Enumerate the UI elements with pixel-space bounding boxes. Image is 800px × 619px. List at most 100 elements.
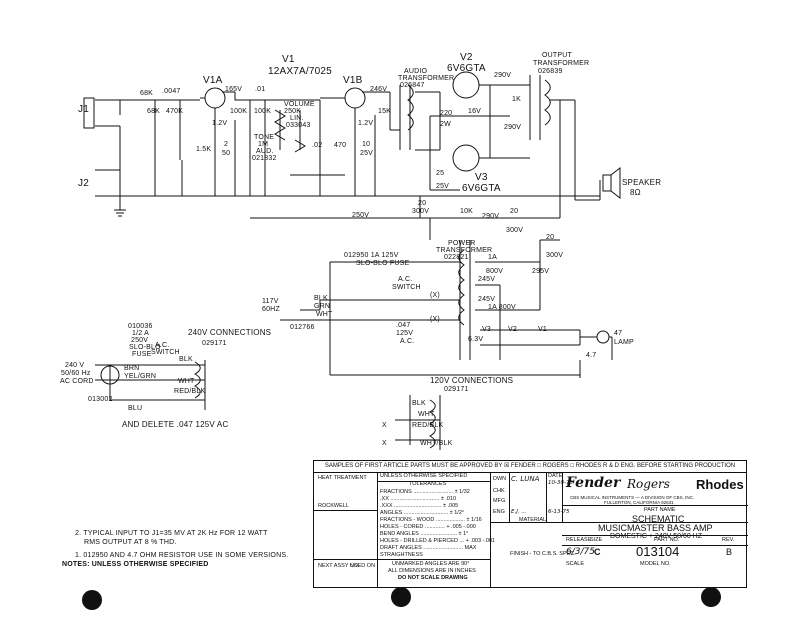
tol-bend-angles: BEND ANGLES ........................ ± 1… [380, 531, 469, 537]
power-transformer-part: 022821 [444, 254, 469, 261]
size-value: C [594, 547, 601, 557]
cord-part-label: 012766 [290, 324, 315, 331]
dims-inches: ALL DIMENSIONS ARE IN INCHES [388, 568, 476, 574]
conn240-fuse-voltage: 250V [131, 337, 149, 344]
cap-50: 50 [222, 150, 231, 157]
wire-wht: WHT [316, 311, 333, 318]
cap-10-voltage: 25V [360, 150, 374, 157]
conn120-whtblk: WHT/BLK [420, 440, 453, 447]
conn240-cord-frequency: 50/60 Hz [61, 370, 91, 377]
jack-j1-label: J1 [78, 104, 89, 115]
conn240-switch: A.C. [155, 342, 170, 349]
rockwell-label: ROCKWELL [318, 503, 349, 509]
conn240-note: AND DELETE .047 125V AC [122, 420, 229, 429]
output-transformer-part: 026839 [538, 68, 563, 75]
tol-xx: .XX ................................ ± .… [380, 496, 457, 502]
tube-v2-type-label: 6V6GTA [447, 63, 486, 74]
cap-25-voltage: 25V [436, 183, 450, 190]
cord-frequency: 60HZ [262, 306, 280, 313]
conn240-fuse-rating: 1/2 A [132, 330, 149, 337]
volume-part: 033043 [286, 122, 311, 129]
part-name-3: DOMESTIC + 240V 50/60 HZ [610, 533, 703, 540]
tube-v1-type-label: 12AX7A/7025 [268, 66, 332, 77]
tol-fractions-wood: FRACTIONS - WOOD ................... ± 1… [380, 517, 482, 523]
cap-20-b: 20 [510, 208, 519, 215]
conn240-fuse-type: SLO-BLO [129, 344, 161, 351]
volume-taper: LIN. [290, 115, 304, 122]
cap-25: 25 [436, 170, 445, 177]
speaker-impedance: 8Ω [630, 188, 641, 197]
diode-1a-b: 1A 800V [488, 304, 516, 311]
heater-v2: V2 [508, 326, 517, 333]
cap-047-voltage: 125V [396, 330, 414, 337]
note-2: 2. TYPICAL INPUT TO J1=35 MV AT 2K Hz FO… [75, 530, 268, 537]
tol-draft-angles: DRAFT ANGLES .......................... … [380, 545, 477, 551]
resistor-100k-b: 100K [254, 108, 272, 115]
tb-rule [314, 559, 490, 560]
resistor-15k-b: 15K [378, 108, 392, 115]
audio-transformer-part: 026847 [400, 82, 425, 89]
tube-v3-glyph [452, 144, 480, 172]
volume-value: 250K [284, 108, 302, 115]
do-not-scale: DO NOT SCALE DRAWING [398, 575, 468, 581]
voltage-290v-c: 290V [482, 213, 500, 220]
notes-header: NOTES: UNLESS OTHERWISE SPECIFIED [62, 561, 209, 568]
lamp-glyph [596, 330, 610, 344]
tb-divider [509, 472, 510, 522]
brand-rogers: Rogers [627, 477, 670, 491]
cap-20-a-voltage: 300V [412, 208, 430, 215]
cbs-line-1: CBS MUSICAL INSTRUMENTS — A DIVISION OF … [570, 495, 695, 500]
tube-v3-label: V3 [475, 172, 488, 183]
resistor-4-7: 4.7 [586, 352, 597, 359]
power-transformer-label2: TRANSFORMER [436, 247, 493, 254]
resistor-470k: 470K [166, 108, 184, 115]
conn120-code: 029171 [444, 386, 469, 393]
tube-v2-label: V2 [460, 52, 473, 63]
title-block-header: SAMPLES OF FIRST ARTICLE PARTS MUST BE A… [314, 461, 746, 473]
part-name-label: PART NAME [644, 507, 676, 513]
tb-rule [562, 535, 748, 536]
conn240-title: 240V CONNECTIONS [188, 328, 272, 337]
cbs-line-2: FULLERTON, CALIFORNIA 92631 [604, 500, 674, 505]
chk-label: CHK [493, 488, 505, 494]
conn240-yelgrn: YEL/GRN [124, 373, 157, 380]
tb-rule [314, 510, 377, 511]
conn120-title: 120V CONNECTIONS [430, 376, 514, 385]
date-label: DATE [548, 473, 563, 479]
tb-rule [562, 505, 748, 506]
tone-part: 021832 [252, 155, 277, 162]
tb-rule [562, 545, 748, 546]
fuse-type-label: SLO-BLO FUSE [356, 260, 410, 267]
ac-cord-glyph [100, 365, 120, 385]
unmarked-angles: UNMARKED ANGLES ARE 90° [392, 561, 470, 567]
voltage-165v: 165V [225, 86, 243, 93]
speaker-label: SPEAKER [622, 178, 662, 187]
conn240-redblk: RED/BLK [174, 388, 206, 395]
model-label: MODEL NO. [640, 561, 671, 567]
volume-label: VOLUME [284, 101, 315, 108]
tb-rule [377, 481, 490, 482]
eng-label: ENG [493, 509, 505, 515]
tb-divider [490, 472, 491, 587]
tol-straightness: STRAIGHTNESS [380, 552, 423, 558]
resistor-1k: 1K [512, 96, 521, 103]
cap-20-b-voltage: 300V [506, 227, 524, 234]
tb-divider [377, 472, 378, 587]
voltage-295v: 295V [532, 268, 550, 275]
size-label: SIZE [590, 537, 603, 543]
tube-v1b-glyph [344, 87, 366, 109]
conn240-switch2: SWITCH [151, 349, 180, 356]
tube-v1b-label: V1B [343, 75, 363, 86]
binder-hole [391, 587, 411, 607]
diode-1a-a-voltage: 800V [486, 268, 504, 275]
cap-20-c: 20 [546, 234, 555, 241]
connection-x-2: (X) [430, 316, 440, 323]
binder-hole [701, 587, 721, 607]
resistor-68k-a: 68K [140, 90, 154, 97]
tube-v1a-label: V1A [203, 75, 223, 86]
resistor-68k-b: 68K [147, 108, 161, 115]
eng-by: E.J. ... [511, 509, 527, 515]
heater-v1: V1 [538, 326, 547, 333]
cap-0047: .0047 [162, 88, 181, 95]
